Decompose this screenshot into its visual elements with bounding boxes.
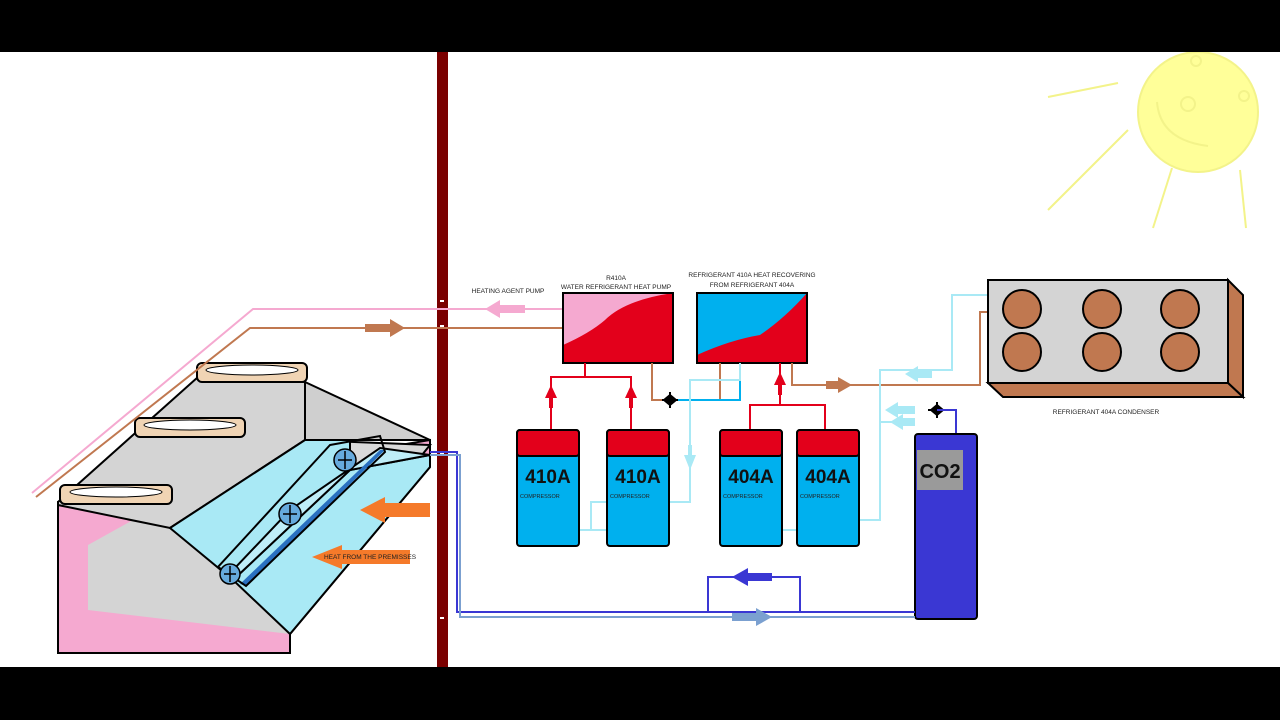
bottom-letterbox xyxy=(0,667,1280,720)
diagram-canvas: HEAT FROM THE PREMISSES HEATING AGENT PU… xyxy=(0,51,1280,667)
evaporator-fan-icon xyxy=(219,448,357,585)
compressor-3: 404A COMPRESSOR xyxy=(719,429,783,547)
flow-arrow-icon xyxy=(625,385,637,408)
condenser-unit xyxy=(985,277,1246,400)
heat-pump-exchanger xyxy=(562,292,674,364)
heat-arrow-icon xyxy=(312,545,410,569)
fan-unit xyxy=(59,362,308,505)
flow-arrow-icon xyxy=(905,366,932,382)
compressor-caption: COMPRESSOR xyxy=(800,494,840,500)
flow-arrow-icon xyxy=(890,414,915,430)
heat-pump-title: R410A xyxy=(606,275,627,282)
compressor-refrigerant-label: 410A xyxy=(615,467,661,488)
compressor-refrigerant-label: 404A xyxy=(728,467,774,488)
compressor-caption: COMPRESSOR xyxy=(520,494,560,500)
compressor-1: 410A COMPRESSOR xyxy=(516,429,580,547)
flow-arrow-icon xyxy=(885,402,915,418)
co2-label: CO2 xyxy=(919,461,960,483)
wall-divider xyxy=(437,52,448,667)
brown-flow-arrow-icon xyxy=(365,319,405,337)
compressor-2: 410A COMPRESSOR xyxy=(606,429,670,547)
compressor-head xyxy=(719,429,783,457)
heat-recovery-title: REFRIGERANT 410A HEAT RECOVERING xyxy=(688,272,815,279)
compressor-refrigerant-label: 404A xyxy=(805,467,851,488)
flow-arrow-icon xyxy=(545,385,557,408)
brown-pipe xyxy=(35,327,563,498)
condenser-label: REFRIGERANT 404A CONDENSER xyxy=(1053,409,1160,416)
flow-arrow-icon xyxy=(774,372,786,395)
top-letterbox xyxy=(0,0,1280,52)
compressor-caption: COMPRESSOR xyxy=(723,494,763,500)
sun-icon xyxy=(1047,51,1259,229)
refrigeration-diagram: HEAT FROM THE PREMISSES HEATING AGENT PU… xyxy=(31,51,1259,667)
flow-arrow-icon xyxy=(732,568,772,586)
compressor-4: 404A COMPRESSOR xyxy=(796,429,860,547)
flow-arrow-icon xyxy=(684,445,696,470)
compressor-refrigerant-label: 410A xyxy=(525,467,571,488)
heat-recovery-subtitle: FROM REFRIGERANT 404A xyxy=(710,282,795,289)
compressor-caption: COMPRESSOR xyxy=(610,494,650,500)
heat-arrow-icon xyxy=(360,497,430,523)
pink-flow-arrow-icon xyxy=(485,300,525,318)
compressor-head xyxy=(606,429,670,457)
co2-tank xyxy=(914,433,978,620)
heat-from-premises-label: HEAT FROM THE PREMISSES xyxy=(324,554,417,561)
flow-arrow-icon xyxy=(826,377,852,393)
heating-agent-pump-label: HEATING AGENT PUMP xyxy=(472,288,545,295)
compressor-head xyxy=(516,429,580,457)
heat-recovery-exchanger xyxy=(696,292,808,364)
pink-pipe xyxy=(31,308,563,494)
compressor-group: 410A COMPRESSOR 410A COMPRESSOR 404A COMPRESS… xyxy=(516,429,860,547)
heat-pump-subtitle: WATER REFRIGERANT HEAT PUMP xyxy=(561,284,671,291)
flow-arrow-icon xyxy=(732,608,772,626)
compressor-head xyxy=(796,429,860,457)
expansion-valve-icon xyxy=(662,392,678,408)
